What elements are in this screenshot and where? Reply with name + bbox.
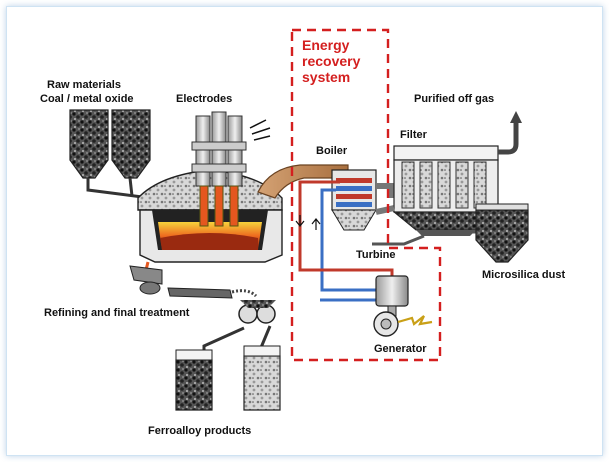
boiler <box>331 169 395 231</box>
electrodes <box>191 111 271 227</box>
refining-ladle <box>129 261 258 299</box>
label-energy: Energy <box>302 37 350 53</box>
label-turbine: Turbine <box>356 249 396 261</box>
smelting-furnace <box>137 169 283 263</box>
label-purified-off-gas: Purified off gas <box>414 93 494 105</box>
label-generator: Generator <box>374 343 427 355</box>
label-microsilica-dust: Microsilica dust <box>482 269 565 281</box>
label-ferroalloy-products: Ferroalloy products <box>148 425 251 437</box>
label-system: system <box>302 69 350 85</box>
turbine-generator <box>373 275 433 337</box>
label-coal-metal-oxide: Coal / metal oxide <box>40 93 134 105</box>
label-electrodes: Electrodes <box>176 93 232 105</box>
microsilica-silo <box>475 203 529 263</box>
raw-material-hoppers <box>69 109 151 200</box>
label-filter: Filter <box>400 129 428 141</box>
steam-water-pipes <box>295 180 394 302</box>
label-raw-materials: Raw materials <box>47 79 121 91</box>
energy-recovery-boundary <box>290 28 442 362</box>
label-recovery: recovery <box>302 53 361 69</box>
label-boiler: Boiler <box>316 145 348 157</box>
crusher-and-product-bins <box>175 300 281 411</box>
label-refining: Refining and final treatment <box>44 307 190 319</box>
